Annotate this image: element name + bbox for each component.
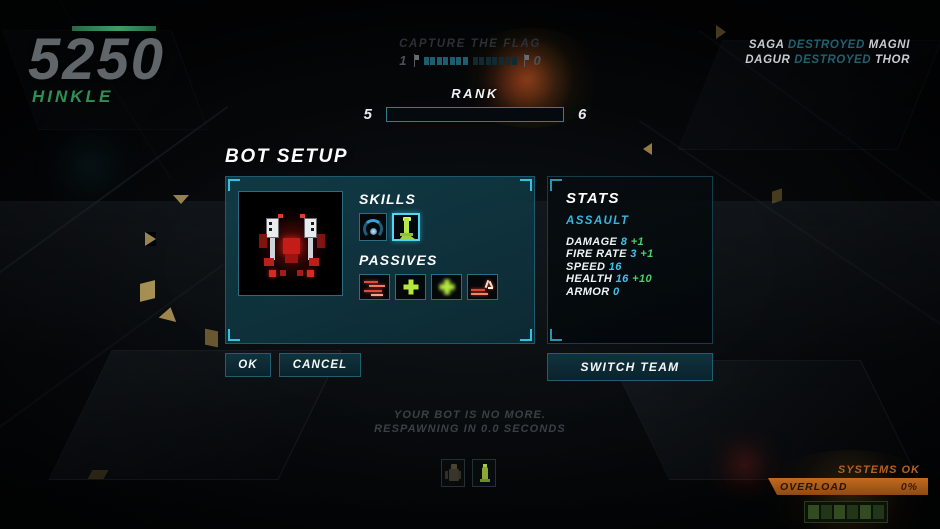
objective-progress-left xyxy=(423,56,468,65)
flag-ability-slot[interactable] xyxy=(472,459,496,487)
dialog-button-row: OK CANCEL xyxy=(225,353,535,377)
impact-burst-icon xyxy=(468,275,497,299)
kill-feed-entry: SAGA DESTROYED MAGNI xyxy=(745,38,910,53)
stat-bonus: +1 xyxy=(636,248,654,261)
stat-label: HEALTH xyxy=(566,273,616,286)
respawn-notice: YOUR BOT IS NO MORE. RESPAWNING IN 0.0 S… xyxy=(0,408,940,436)
corner-accent-icon xyxy=(228,329,240,341)
corner-accent-icon xyxy=(550,329,562,341)
respawn-line-2: RESPAWNING IN 0.0 SECONDS xyxy=(374,423,566,435)
objective-title: CAPTURE THE FLAG xyxy=(399,38,541,50)
mech-artwork-icon xyxy=(239,192,342,295)
stat-row: ARMOR 0 xyxy=(566,286,712,298)
score-underline xyxy=(72,26,156,31)
killer-name: SAGA xyxy=(748,39,785,51)
victim-name: MAGNI xyxy=(868,39,910,51)
passive-slot-green-cross-glow[interactable] xyxy=(431,274,462,300)
stat-row: HEALTH 16 +10 xyxy=(566,273,712,285)
objective-score-row: 1 0 xyxy=(370,53,570,68)
skills-heading: SKILLS xyxy=(359,191,416,207)
skills-slot-row xyxy=(359,213,522,241)
stat-value: 3 xyxy=(630,248,637,261)
stat-label: FIRE RATE xyxy=(566,248,631,261)
overload-bar: OVERLOAD 0% xyxy=(768,478,928,495)
player-score-hud: 5250 HINKLE xyxy=(28,26,258,107)
debris-shard xyxy=(145,232,156,246)
player-score: 5250 xyxy=(28,27,166,92)
debris-shard xyxy=(173,195,189,204)
flag-carrier-icon xyxy=(473,460,495,486)
rank-label: RANK xyxy=(451,86,499,101)
respawn-line-1: YOUR BOT IS NO MORE. xyxy=(393,409,547,421)
shield-dome-icon xyxy=(360,214,386,240)
rank-row: 5 6 xyxy=(330,106,620,123)
overload-value: 0% xyxy=(900,480,918,493)
mini-readout-panel xyxy=(804,501,888,523)
debris-shard xyxy=(716,25,726,39)
passive-slot-impact-burst[interactable] xyxy=(467,274,498,300)
systems-hud: SYSTEMS OK OVERLOAD 0% xyxy=(768,464,928,495)
stat-label: SPEED xyxy=(566,260,609,273)
kill-feed: SAGA DESTROYED MAGNI DAGUR DESTROYED THO… xyxy=(745,38,910,68)
stat-value: 0 xyxy=(613,285,620,298)
objective-progress-right xyxy=(472,56,517,65)
ability-bar xyxy=(441,459,496,487)
overload-label: OVERLOAD xyxy=(780,480,848,493)
dialog-title: BOT SETUP xyxy=(225,146,349,167)
bot-portrait[interactable] xyxy=(238,191,343,296)
green-cross-glow-icon xyxy=(432,275,461,299)
objective-hud: CAPTURE THE FLAG 1 0 xyxy=(370,38,570,68)
objective-left-score: 1 xyxy=(399,53,407,68)
stats-heading: STATS xyxy=(566,190,620,207)
ok-button[interactable]: OK xyxy=(225,353,271,377)
rank-next: 6 xyxy=(578,106,587,123)
stat-bonus: +1 xyxy=(627,236,645,248)
passives-slot-row xyxy=(359,274,522,300)
corner-accent-icon xyxy=(520,329,532,341)
stat-label: DAMAGE xyxy=(566,236,621,248)
flag-icon xyxy=(412,54,419,67)
bot-ability-slot[interactable] xyxy=(441,459,465,487)
debris-shard xyxy=(140,280,155,302)
ambient-glow xyxy=(30,120,150,210)
passives-heading: PASSIVES xyxy=(359,252,438,268)
victim-name: THOR xyxy=(875,54,910,66)
switch-team-button[interactable]: SWITCH TEAM xyxy=(547,353,713,381)
debris-shard xyxy=(205,328,218,348)
stat-row: DAMAGE 8 +1 xyxy=(566,236,712,248)
kill-feed-entry: DAGUR DESTROYED THOR xyxy=(745,53,910,68)
stat-label: ARMOR xyxy=(566,285,614,298)
green-turret-icon xyxy=(394,215,418,239)
rank-progress-bar xyxy=(386,107,564,122)
passive-slot-green-cross[interactable] xyxy=(395,274,426,300)
bot-class-name: ASSAULT xyxy=(566,215,630,227)
player-name: HINKLE xyxy=(32,87,114,107)
objective-right-score: 0 xyxy=(533,53,541,68)
kill-verb: DESTROYED xyxy=(794,54,872,66)
systems-status: SYSTEMS OK xyxy=(837,464,920,476)
bot-setup-dialog: BOT SETUP xyxy=(225,146,713,381)
kill-verb: DESTROYED xyxy=(787,39,865,51)
killer-name: DAGUR xyxy=(745,54,791,66)
dialog-panels: SKILLS xyxy=(225,176,713,381)
cancel-button[interactable]: CANCEL xyxy=(279,353,361,377)
stat-value: 16 xyxy=(608,260,622,273)
flag-icon xyxy=(522,54,529,67)
rank-progress-hud: RANK 5 6 xyxy=(330,86,620,123)
green-cross-icon xyxy=(396,275,425,299)
stat-value: 8 xyxy=(620,236,628,248)
rank-current: 5 xyxy=(363,106,372,123)
stat-row: FIRE RATE 3 +1 xyxy=(566,248,712,260)
loadout-panel: SKILLS xyxy=(225,176,535,344)
skill-slot-green-turret[interactable] xyxy=(392,213,420,241)
stat-value: 16 xyxy=(615,273,629,286)
speed-lines-icon xyxy=(360,275,389,299)
skill-slot-shield-dome[interactable] xyxy=(359,213,387,241)
robot-icon xyxy=(442,460,464,486)
stat-row: SPEED 16 xyxy=(566,261,712,273)
stat-bonus: +10 xyxy=(628,273,653,286)
passive-slot-speed-lines[interactable] xyxy=(359,274,390,300)
